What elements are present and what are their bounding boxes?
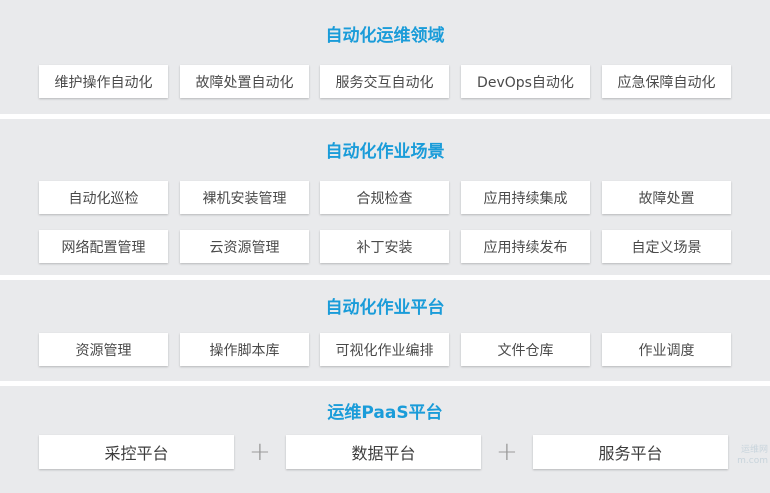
watermark: 运维网 m.com	[737, 445, 768, 467]
plus-icon: +	[249, 437, 271, 467]
plus-icon: +	[496, 437, 518, 467]
card-compliance-check: 合规检查	[320, 181, 449, 214]
card-fault-handling: 故障处置	[602, 181, 731, 214]
card-service-interaction-automation: 服务交互自动化	[320, 65, 449, 98]
card-continuous-integration: 应用持续集成	[461, 181, 590, 214]
card-script-library: 操作脚本库	[180, 333, 309, 366]
watermark-line1: 运维网	[740, 445, 768, 455]
card-devops-automation: DevOps自动化	[461, 65, 590, 98]
section-ops-paas-platform: 运维PaaS平台 采控平台 + 数据平台 + 服务平台	[0, 386, 770, 493]
card-maintenance-automation: 维护操作自动化	[39, 65, 168, 98]
card-cloud-resource: 云资源管理	[180, 230, 309, 263]
section-ops-automation-domain: 自动化运维领域 维护操作自动化 故障处置自动化 服务交互自动化 DevOps自动…	[0, 0, 770, 114]
card-auto-inspection: 自动化巡检	[39, 181, 168, 214]
watermark-line2: m.com	[737, 456, 768, 466]
card-bare-metal-install: 裸机安装管理	[180, 181, 309, 214]
section-title: 自动化运维领域	[325, 26, 445, 46]
section-automation-job-platform: 自动化作业平台 资源管理 操作脚本库 可视化作业编排 文件仓库 作业调度	[0, 280, 770, 381]
card-visual-orchestration: 可视化作业编排	[320, 333, 449, 366]
section-title: 运维PaaS平台	[327, 403, 443, 423]
card-resource-management: 资源管理	[39, 333, 168, 366]
card-network-config: 网络配置管理	[39, 230, 168, 263]
section-title: 自动化作业场景	[325, 142, 445, 162]
card-job-scheduling: 作业调度	[602, 333, 731, 366]
card-file-repository: 文件仓库	[461, 333, 590, 366]
section-automation-job-scenarios: 自动化作业场景 自动化巡检 裸机安装管理 合规检查 应用持续集成 故障处置 网络…	[0, 119, 770, 275]
card-custom-scenario: 自定义场景	[602, 230, 731, 263]
card-emergency-automation: 应急保障自动化	[602, 65, 731, 98]
card-service-platform: 服务平台	[533, 435, 728, 469]
card-fault-handling-automation: 故障处置自动化	[180, 65, 309, 98]
card-continuous-release: 应用持续发布	[461, 230, 590, 263]
card-data-platform: 数据平台	[286, 435, 481, 469]
card-collection-control-platform: 采控平台	[39, 435, 234, 469]
card-patch-install: 补丁安装	[320, 230, 449, 263]
section-title: 自动化作业平台	[325, 298, 445, 318]
